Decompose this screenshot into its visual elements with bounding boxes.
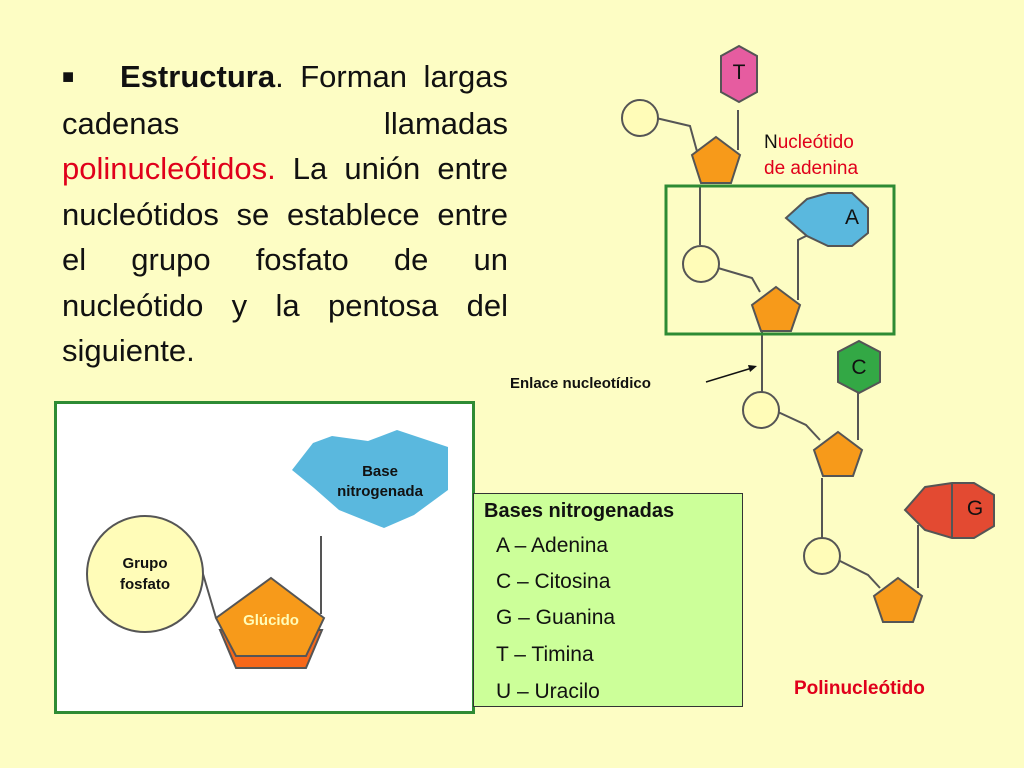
detail-sugar-label: Glúcido <box>243 612 299 629</box>
paragraph-text-1: . Forman largas cadenas llamadas <box>62 59 508 141</box>
base-t-hexagon <box>720 44 758 104</box>
adenine-nucleotide-frame <box>664 184 896 336</box>
legend-item-adenine: A – Adenina <box>496 534 609 557</box>
detail-phosphate-label: Grupo fosfato <box>100 553 190 595</box>
bond-line-4 <box>717 267 761 293</box>
sugar-pentagon-2 <box>750 285 802 332</box>
legend-title: Bases nitrogenadas <box>484 500 675 522</box>
chain-bonds <box>655 110 919 589</box>
sugar-pentagon-4 <box>872 576 924 623</box>
adenine-label-rest: ucleótido <box>777 132 854 153</box>
adenine-label-line2: de adenina <box>764 158 859 179</box>
structure-paragraph: ■ Estructura. Forman largas cadenas llama… <box>62 54 508 374</box>
detail-phosphate-bond <box>202 573 217 619</box>
detail-sugar <box>214 576 326 657</box>
adenine-label-first-letter: N <box>764 132 778 153</box>
phosphate-1 <box>621 99 659 137</box>
base-c-hexagon <box>837 339 881 395</box>
sugar-groups <box>690 135 924 623</box>
detail-base <box>292 430 448 528</box>
bond-line-7 <box>777 411 821 441</box>
base-a-shape <box>784 192 869 247</box>
nucleotide-bond-label: Enlace nucleotídico <box>510 375 651 392</box>
detail-base-label-line2: nitrogenada <box>337 483 423 500</box>
sugar-pentagon-3 <box>812 430 864 477</box>
legend-item-thymine: T – Timina <box>496 643 594 666</box>
base-a-letter: A <box>844 206 859 229</box>
bond-line-1 <box>655 117 699 156</box>
detail-phosphate-label-line1: Grupo <box>122 555 168 572</box>
bullet-icon: ■ <box>62 66 83 88</box>
detail-phosphate <box>86 515 204 633</box>
bond-arrow-line <box>705 367 753 383</box>
detail-phosphate-label-line2: fosfato <box>120 576 170 593</box>
sugar-pentagon-1 <box>690 135 742 184</box>
base-g-shape <box>903 482 995 539</box>
base-t-letter: T <box>732 61 746 84</box>
phosphate-2 <box>682 245 720 283</box>
bond-line-10 <box>837 559 881 589</box>
base-c-letter: C <box>851 356 867 379</box>
legend-item-uracil: U – Uracilo <box>496 680 600 703</box>
legend-item-guanine: G – Guanina <box>496 606 616 629</box>
term-polynucleotides: polinucleótidos. <box>62 151 276 186</box>
term-structure: Estructura <box>120 59 276 94</box>
base-g-letter: G <box>966 497 984 520</box>
bond-arrow-head <box>748 365 757 372</box>
bond-line-5 <box>797 234 809 300</box>
detail-base-label: Base nitrogenada <box>325 462 435 502</box>
phosphate-4 <box>803 537 841 575</box>
adenine-nucleotide-label: Nucleótido de adenina <box>764 130 858 182</box>
polynucleotide-caption: Polinucleótido <box>794 678 925 699</box>
legend-item-cytosine: C – Citosina <box>496 570 611 593</box>
detail-base-label-line1: Base <box>362 463 398 480</box>
phosphate-3 <box>742 391 780 429</box>
paragraph-text-2: La unión entre nucleótidos se establece … <box>62 151 508 368</box>
bases-legend: Bases nitrogenadas A – Adenina C – Citos… <box>473 493 743 707</box>
phosphate-groups <box>621 99 841 575</box>
